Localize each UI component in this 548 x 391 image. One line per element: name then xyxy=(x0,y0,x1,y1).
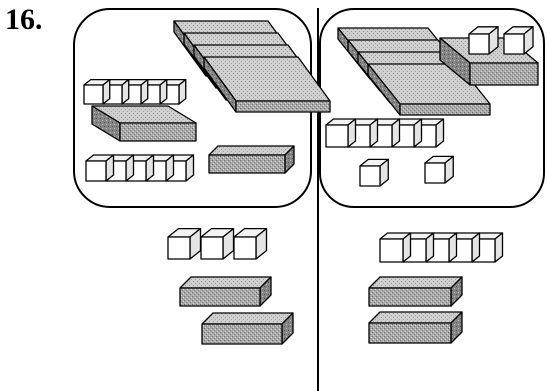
ten-bar-below-2-top xyxy=(202,313,293,324)
ten-bar-mid xyxy=(92,106,196,141)
ten-bar-below-2 xyxy=(202,313,293,344)
right-panel-below-set xyxy=(369,233,503,343)
unit-strip-below xyxy=(380,233,503,262)
loose-cube xyxy=(425,156,453,183)
ten-bar-below-1 xyxy=(180,277,271,306)
ten-bar-below-2-front xyxy=(202,324,282,344)
ten-bar-below-2-front xyxy=(369,323,451,343)
ten-bar-right xyxy=(209,146,294,173)
loose-cube xyxy=(168,229,201,259)
hundred-stack xyxy=(174,21,330,112)
ten-bar-below-2-top xyxy=(369,312,462,323)
platform-front xyxy=(470,63,538,85)
ten-bar-below-2 xyxy=(369,312,462,343)
unit-cube-side xyxy=(426,233,434,262)
unit-cube-front xyxy=(380,239,403,262)
loose-cube-front xyxy=(425,163,445,183)
left-panel-inside-set xyxy=(84,21,330,181)
unit-strip-bottom xyxy=(86,155,194,181)
left-panel-below-set xyxy=(168,229,293,344)
loose-cube xyxy=(234,229,267,259)
loose-cube-front xyxy=(360,166,380,186)
ten-bar-below-1 xyxy=(369,277,462,306)
platform-cube xyxy=(504,27,533,54)
ten-bar-front xyxy=(236,101,330,112)
ten-bar-mid-front xyxy=(120,123,196,141)
platform-cube-front xyxy=(504,34,524,54)
loose-cube xyxy=(201,229,234,259)
platform-cube xyxy=(469,27,498,54)
loose-cube xyxy=(360,159,388,186)
loose-cube-front xyxy=(168,237,190,259)
right-panel-inside-set xyxy=(326,27,538,186)
unit-cube-front xyxy=(86,161,106,181)
unit-strip xyxy=(326,119,444,147)
unit-cube-side xyxy=(449,233,457,262)
unit-cube xyxy=(84,80,110,104)
unit-cube-front xyxy=(326,125,348,147)
loose-cube-front xyxy=(234,237,256,259)
unit-cube-front xyxy=(84,85,103,104)
ten-bar-below-1-top xyxy=(180,277,271,288)
unit-cube-side xyxy=(495,233,503,262)
ten-bar-below-1-front xyxy=(369,288,451,306)
unit-cube-side xyxy=(403,233,411,262)
unit-cube xyxy=(380,233,411,262)
ten-bar-below-1-front xyxy=(180,288,260,306)
unit-cube-side xyxy=(472,233,480,262)
unit-cube xyxy=(86,155,114,181)
unit-strip-top xyxy=(84,80,186,104)
unit-cube xyxy=(326,119,356,147)
loose-cube-front xyxy=(201,237,223,259)
ten-bar-front xyxy=(400,104,490,115)
ten-bar-right-front xyxy=(209,155,285,173)
ten-bar-below-1-top xyxy=(369,277,462,288)
ten-bar-right-top xyxy=(209,146,294,155)
platform-cube-front xyxy=(469,34,489,54)
